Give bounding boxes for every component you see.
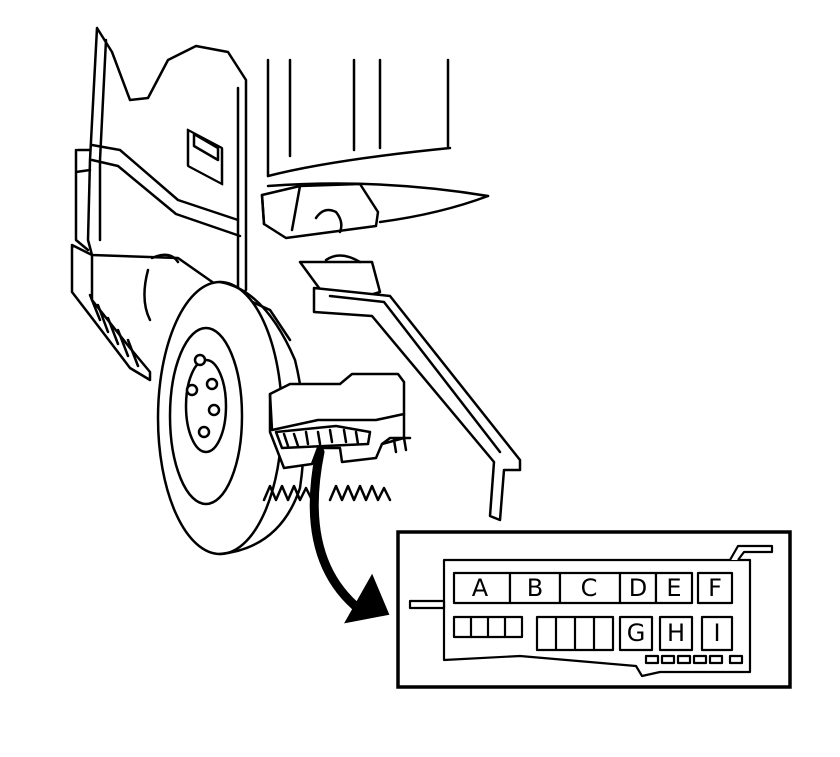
fuse-label-d: D: [629, 574, 647, 602]
fuse-label-a: A: [472, 574, 489, 602]
fuse-label-e: E: [666, 574, 681, 602]
fuse-label-g: G: [627, 619, 646, 647]
fuse-label-f: F: [708, 574, 722, 602]
fuse-block-detail-inset: A B C D E F G H I: [396, 530, 792, 689]
fuse-label-h: H: [667, 619, 685, 647]
connector-on-vehicle-illustration: [262, 372, 412, 502]
fuse-label-c: C: [581, 574, 598, 602]
fuse-label-i: I: [713, 619, 720, 647]
fuse-label-b: B: [527, 574, 543, 602]
body-panel-illustration: [70, 26, 248, 382]
curved-callout-arrow: [309, 447, 390, 624]
underbody-frame-illustration: [246, 58, 522, 522]
rear-wheel-illustration: [143, 253, 306, 556]
